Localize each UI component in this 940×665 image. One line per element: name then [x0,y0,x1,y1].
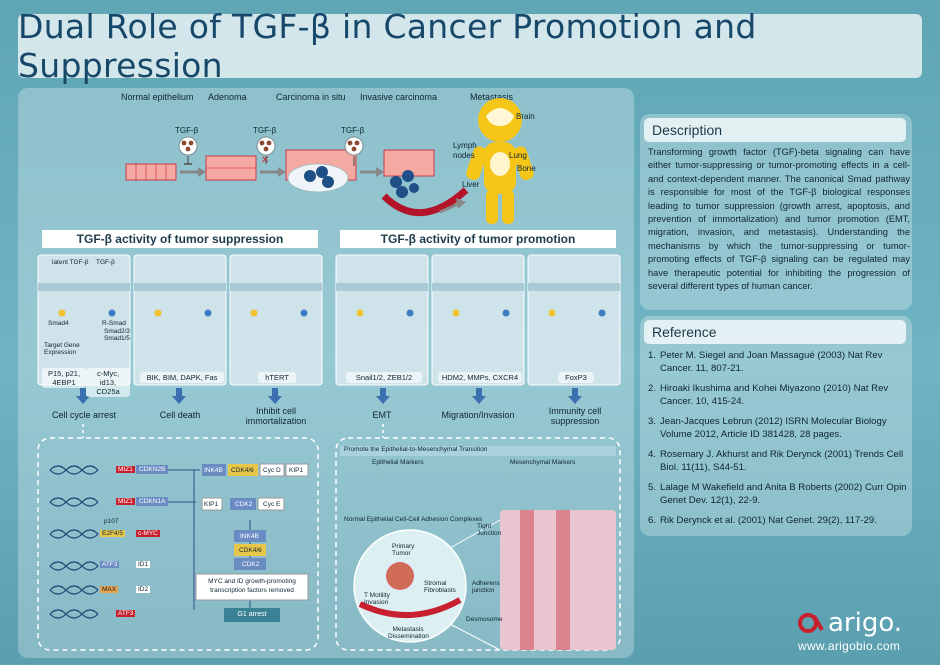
atf3-label-2: ATF3 [116,610,136,617]
cdk46-label: CDK4/6 [231,467,254,474]
emt-primary: Primary Tumor [392,543,415,557]
cdk2-label-2: CDK2 [242,561,260,568]
tgfb-label-3: TGF-β [341,126,365,135]
smad15-label: Smad1/5 [104,335,131,342]
smad23-label: Smad2/3 [104,328,131,335]
cycd-label: Cyc D [263,467,281,474]
emt-adherens: Adherens junction [472,580,500,594]
kip1-label-2: KIP1 [204,501,219,508]
outcome-emt: EMT [372,410,392,420]
svg-text:✕: ✕ [261,155,269,166]
outcome-migration: Migration/Invasion [441,410,515,420]
stage-carcinoma-in-situ: Carcinoma in situ [276,92,346,102]
emt-motility: T Motility Invasion [364,592,390,606]
description-panel [640,114,912,310]
dna-strands [49,465,99,619]
emt-box [335,437,621,651]
arigo-logo[interactable]: arigo. [798,608,902,638]
max-label: MAX [100,586,119,593]
id2-label: ID2 [136,586,151,593]
emt-mesenchymal: Mesenchymal Markers [510,459,576,466]
ink4b-label-2: INK4B [240,533,259,540]
reference-item: 1.Peter M. Siegel and Joan Massagué (200… [648,350,883,374]
child-figure [466,98,534,224]
stage-invasive: Invasive carcinoma [360,92,438,102]
ink4b-label: INK4B [204,467,223,474]
reference-item: 3.Jean-Jacques Lebrun (2012) ISRN Molecu… [648,416,887,440]
page-title: Dual Role of TGF-β in Cancer Promotion a… [18,7,757,85]
cdkn2b-label: CDKN2B [136,465,169,474]
emt-tight: Tight Junction [477,523,502,537]
id1-label: ID1 [136,561,151,568]
emt-epithelial: Epithelial Markers [372,459,424,466]
title-bar: Dual Role of TGF-β in Cancer Promotion a… [18,7,922,85]
organ-bone: Bone [517,164,536,173]
gene-hdm2: HDM2, MMPs, CXCR4 [438,372,522,383]
p107-label: p107 [104,518,119,525]
organ-lung: Lung [509,151,527,160]
tgfb-label-1: TGF-β [175,126,199,135]
cyce-label: Cyc E [263,501,281,508]
latent-tgfb: latent TGF-β [52,259,89,266]
outcome-cell-cycle-arrest: Cell cycle arrest [51,410,116,420]
emt-adhesion: Normal Epithelial Cell-Cell Adhesion Com… [344,516,483,523]
arigo-logo-icon [798,613,824,633]
outcome-immunity: Immunity cell suppression [548,406,602,426]
miz1-label: MIZ1 [116,466,135,473]
organ-liver: Liver [462,180,480,189]
junction-inset [500,510,616,650]
g1-arrest: G1 arrest [237,611,267,618]
cmyc-gene-label: c-MYC [136,530,160,537]
suppression-title: TGF-β activity of tumor suppression [42,230,318,248]
outcome-cell-death: Cell death [159,410,201,420]
cdk46-label-2: CDK4/6 [239,547,262,554]
outcome-arrows [76,388,582,404]
smad4-label: Smad4 [48,320,69,327]
description-text: Transforming growth factor (TGF)-beta si… [648,147,910,292]
gene-foxp3: FoxP3 [558,372,594,383]
rsmad-label: R-Smad [102,320,126,327]
normal-epithelium-cells [125,163,177,181]
tgfb-small: TGF-β [96,259,115,266]
kip1-label: KIP1 [289,467,304,474]
myc-note: MYC and ID growth-promoting transcriptio… [208,578,296,594]
e2f-label: E2F4/5 [100,530,125,537]
reference-item: 2.Hiroaki Ikushima and Kohei Miyazono (2… [648,383,889,407]
logo-name: arigo. [828,608,903,638]
gene-cmyc: c-Myc, id13, CD25a [86,368,130,397]
stage-normal: Normal epithelium [121,92,194,102]
stage-adenoma: Adenoma [208,92,247,102]
atf3-label: ATF3 [100,561,120,568]
cdk2-label: CDK2 [235,501,253,508]
stage-metastasis: Metastasis [470,92,514,102]
gene-bik: BIK, BIM, DAPK, Fas [140,372,224,383]
outcome-immortalization: Inhibit cell immortalization [245,406,307,426]
organ-brain: Brain [516,112,535,121]
reference-item: 5.Lalage M Wakefield and Anita B Roberts… [648,482,907,506]
emt-stromal: Stromal Fibroblasts [424,580,456,594]
miz1-label-2: MIZ1 [116,498,135,505]
reference-heading: Reference [644,320,906,344]
reference-item: 4.Rosemary J. Akhurst and Rik Derynck (2… [648,449,904,473]
target-label: Target Gene Expression [44,342,80,356]
organ-lymph: Lymph nodes [453,141,477,160]
logo-url[interactable]: www.arigobio.com [798,639,901,653]
emt-desmosome: Desmosome [466,616,503,623]
description-heading: Description [644,118,906,142]
pathway-box [37,437,319,651]
gene-snail: Snail1/2, ZEB1/2 [346,372,422,383]
gene-p15: P15, p21, 4EBP1 [42,368,86,388]
reference-list: 1.Peter M. Siegel and Joan Massagué (200… [648,349,908,534]
promotion-title: TGF-β activity of tumor promotion [340,230,616,248]
reference-panel [640,316,912,536]
reference-item: 6.Rik Derynck et al. (2001) Nat Genet. 2… [648,515,877,526]
tgfb-label-2: TGF-β [253,126,277,135]
gene-htert: hTERT [258,372,296,383]
emt-metastasis: Metastasis Dissemination [388,626,429,640]
emt-title: Promote the Epithelial-to-Mesenchymal Tr… [344,446,488,453]
cdkn1a-label: CDKN1A [136,497,169,506]
